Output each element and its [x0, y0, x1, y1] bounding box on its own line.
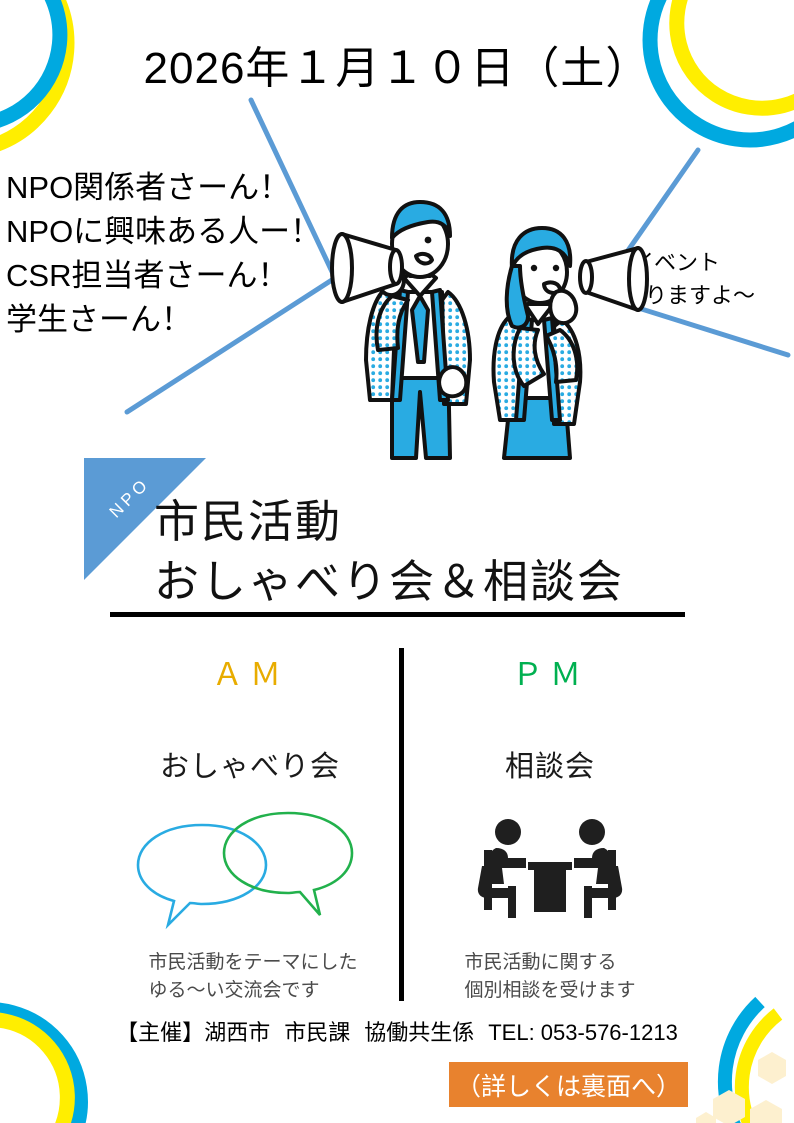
callout-line-1: イベント: [632, 250, 721, 275]
back-side-button[interactable]: （詳しくは裏面へ）: [449, 1062, 688, 1107]
sessions-vertical-divider: [399, 648, 404, 1001]
page-title-line-1: 市民活動: [154, 496, 343, 547]
event-callout: イベント やりますよ〜: [623, 247, 755, 312]
organizer-tel: TEL: 053-576-1213: [488, 1020, 678, 1045]
session-pm: ＰＭ 相談会: [400, 645, 700, 1005]
person-female: [491, 226, 649, 460]
audience-line-4: 学生さーん！: [6, 302, 192, 338]
audience-line-2: NPOに興味ある人ー！: [6, 214, 322, 250]
title-divider-rule: [110, 612, 685, 617]
callout-line-2: やりますよ〜: [623, 282, 756, 308]
audience-callout: NPO関係者さーん！ NPOに興味ある人ー！ CSR担当者さーん！ 学生さーん！: [6, 166, 321, 342]
session-am-description: 市民活動をテーマにした ゆる〜い交流会です: [148, 949, 357, 1004]
audience-line-1: NPO関係者さーん！: [6, 170, 291, 205]
consultation-table-icon: [470, 807, 630, 933]
session-pm-period: ＰＭ: [512, 657, 588, 692]
page-title-line-2: おしゃべり会＆相談会: [154, 556, 625, 608]
speech-bubbles-icon: [130, 807, 370, 933]
sessions-container: ＡＭ おしゃべり会 市民活動をテーマにした ゆる〜い交流会です ＰＭ 相談会: [100, 645, 700, 1005]
audience-line-3: CSR担当者さーん！: [6, 258, 289, 294]
organizer-info: 【主催】湖西市市民課協働共生係 TEL: 053-576-1213: [0, 1015, 794, 1047]
organizer-section: 協働共生係: [364, 1020, 475, 1045]
session-pm-description: 市民活動に関する 個別相談を受けます: [464, 949, 635, 1004]
session-am-name: おしゃべり会: [159, 751, 340, 783]
npo-badge: NPO: [84, 458, 206, 580]
session-am-desc-line-1: 市民活動をテーマにした: [148, 952, 358, 973]
session-am-desc-line-2: ゆる〜い交流会です: [148, 979, 320, 1001]
session-pm-desc-line-1: 市民活動に関する: [464, 952, 617, 973]
page-title: 市民活動 おしゃべり会＆相談会: [154, 492, 624, 613]
session-pm-name: 相談会: [504, 751, 595, 783]
event-date: 2026年１月１０日（土）: [143, 44, 651, 93]
session-am: ＡＭ おしゃべり会 市民活動をテーマにした ゆる〜い交流会です: [100, 645, 400, 1005]
person-male: [330, 200, 472, 460]
organizer-city: 湖西市: [204, 1020, 271, 1045]
organizer-dept: 市民課: [284, 1020, 351, 1045]
organizer-label: 【主催】: [116, 1020, 205, 1045]
session-pm-desc-line-2: 個別相談を受けます: [464, 979, 636, 1001]
hexagon-cluster: [696, 1052, 786, 1123]
session-am-period: ＡＭ: [212, 657, 288, 692]
